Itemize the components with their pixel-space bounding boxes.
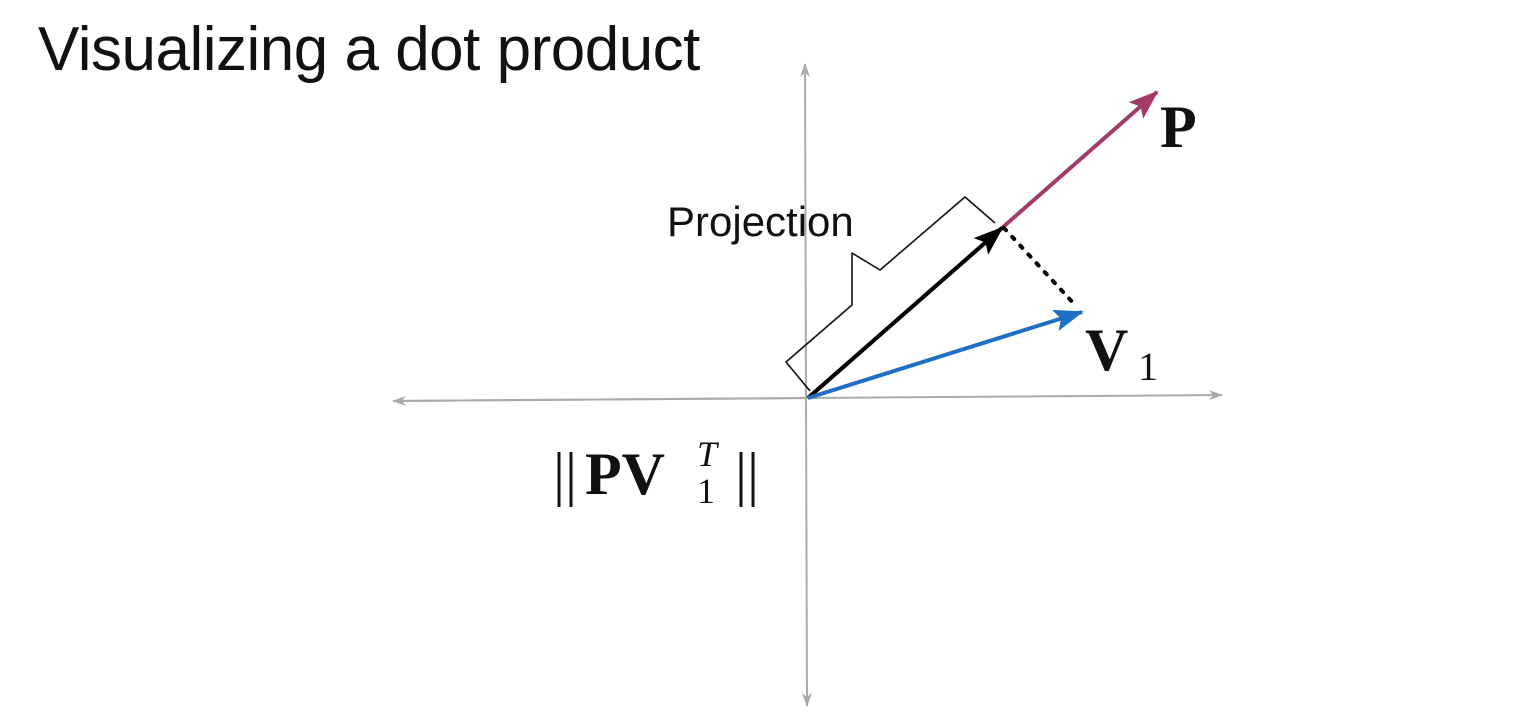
- norm-expression-main: PV: [585, 441, 665, 507]
- vector-v1-subscript: 1: [1138, 344, 1158, 389]
- norm-expression-subscript: 1: [697, 471, 715, 511]
- projection-brace: [785, 196, 996, 392]
- y-axis: [800, 63, 811, 399]
- perpendicular-dotted-line: [1002, 226, 1078, 308]
- vector-v1-label: V: [1085, 317, 1128, 383]
- norm-right-bars: ||: [735, 441, 759, 507]
- projection-vector: [806, 226, 1004, 400]
- projection-label: Projection: [667, 198, 854, 245]
- x-axis-negative: [392, 395, 809, 406]
- y-axis-negative: [801, 397, 812, 707]
- vector-p-label: P: [1160, 94, 1197, 160]
- norm-left-bars: ||: [553, 441, 577, 507]
- vector-v1: [807, 309, 1084, 400]
- slide-title: Visualizing a dot product: [38, 15, 700, 84]
- norm-expression-superscript: T: [697, 434, 720, 474]
